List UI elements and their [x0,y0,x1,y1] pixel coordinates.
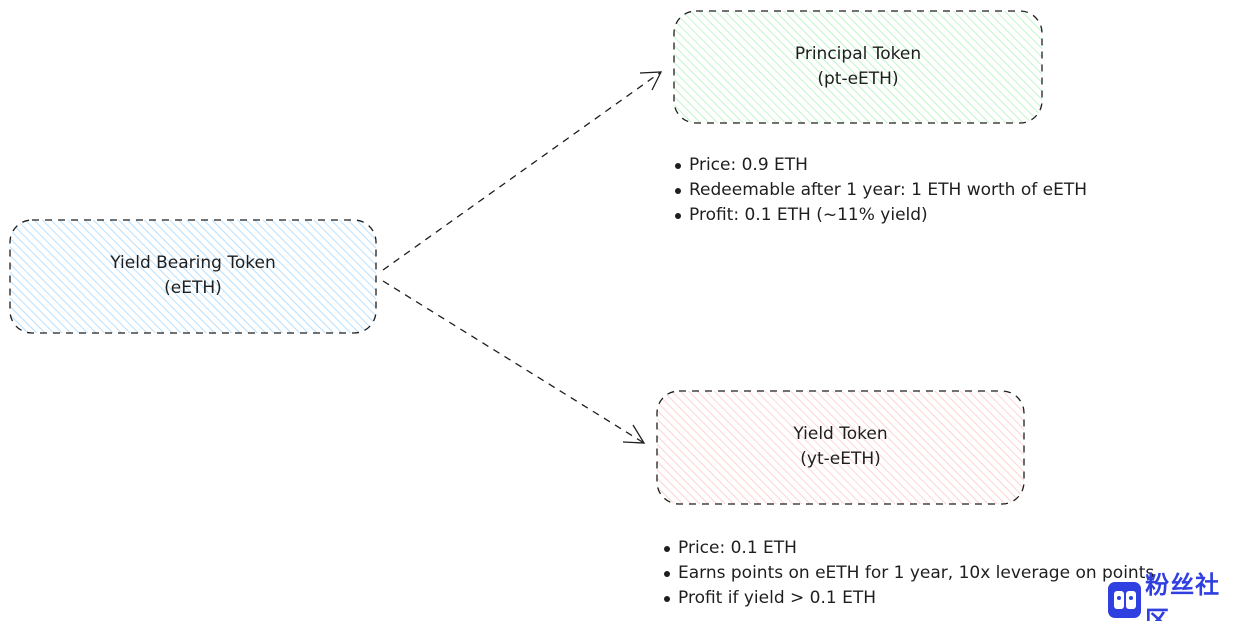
principal-note-profit: Profit: 0.1 ETH (~11% yield) [673,203,1087,228]
yield-token-box [656,390,1025,505]
yield-note-price: Price: 0.1 ETH [662,536,1154,561]
principal-note-redeemable: Redeemable after 1 year: 1 ETH worth of … [673,178,1087,203]
yield-token-symbol: (yt-eETH) [800,449,881,469]
principal-token-title: Principal Token [794,44,922,64]
yield-note-profit: Profit if yield > 0.1 ETH [662,586,1154,611]
watermark: 粉丝社区 [1108,571,1237,621]
yield-token-title: Yield Token [793,424,888,444]
principal-note-price: Price: 0.9 ETH [673,153,1087,178]
community-logo-icon [1108,582,1142,618]
principal-token-box [673,10,1043,124]
principal-token-notes: Price: 0.9 ETH Redeemable after 1 year: … [673,153,1087,228]
principal-token-label: Principal Token (pt-eETH) [674,42,1042,92]
principal-token-symbol: (pt-eETH) [817,69,899,89]
arrow-to-yield-token [382,280,645,444]
yield-bearing-token-symbol: (eETH) [164,278,222,298]
arrowhead-principal-icon [639,71,663,91]
yield-token-label: Yield Token (yt-eETH) [657,422,1024,472]
yield-token-notes: Price: 0.1 ETH Earns points on eETH for … [662,536,1154,611]
yield-bearing-token-box [9,219,377,334]
yield-bearing-token-label: Yield Bearing Token (eETH) [10,251,376,301]
arrow-to-principal-token [382,71,662,271]
arrowhead-yield-icon [622,424,646,444]
yield-bearing-token-title: Yield Bearing Token [110,253,276,273]
watermark-text: 粉丝社区 [1145,571,1221,621]
yield-note-earns-points: Earns points on eETH for 1 year, 10x lev… [662,561,1154,586]
